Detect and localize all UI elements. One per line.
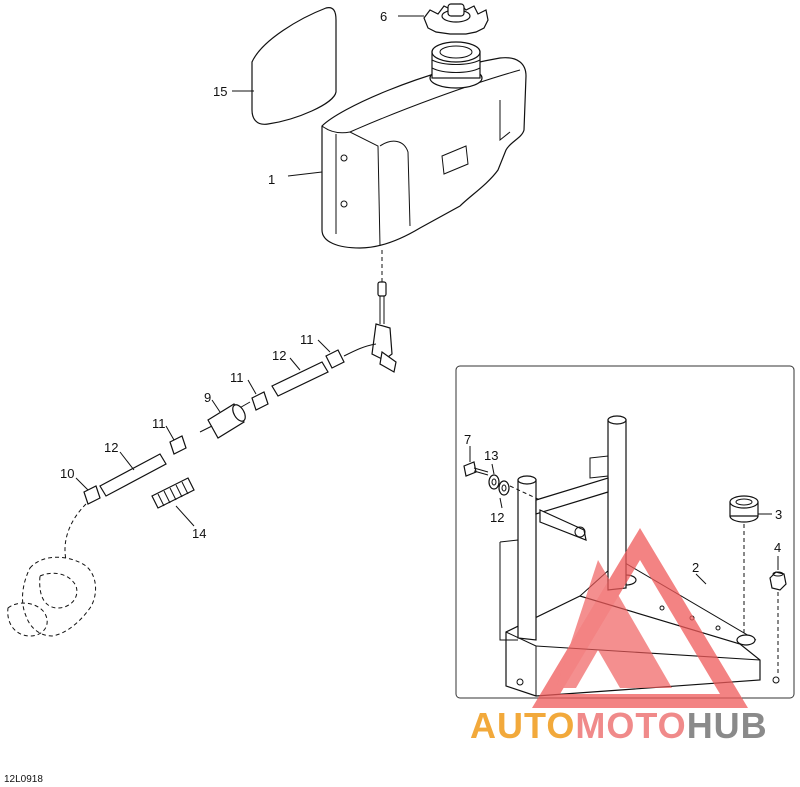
clamp-part-11-middle — [251, 391, 269, 411]
callout-1: 1 — [268, 172, 275, 187]
callout-11-lower: 11 — [152, 416, 166, 431]
leader-9 — [211, 399, 221, 413]
leader-14 — [175, 505, 195, 527]
leader-11-lower — [165, 425, 175, 441]
callout-9: 9 — [204, 390, 211, 405]
callout-12-lower: 12 — [104, 440, 118, 455]
hose-part-12-upper — [271, 361, 329, 397]
leader-1 — [287, 171, 323, 177]
watermark-auto: AUTO — [470, 705, 575, 746]
leader-11-middle — [247, 379, 257, 395]
leader-11-upper — [317, 339, 331, 353]
callout-11-upper: 11 — [300, 332, 314, 347]
fuel-line-routing — [64, 503, 87, 561]
grommet-part-3 — [729, 495, 759, 636]
callout-12-inset: 12 — [490, 510, 504, 525]
clamp-part-11-upper — [325, 343, 377, 369]
fuel-pickup-line — [371, 250, 397, 373]
nut-part-4 — [769, 571, 787, 676]
fuel-filter-part-9 — [199, 401, 251, 439]
decal-part-15 — [251, 7, 337, 125]
callout-4: 4 — [774, 540, 781, 555]
clamp-part-10 — [83, 485, 101, 505]
callout-13: 13 — [484, 448, 498, 463]
callout-2: 2 — [692, 560, 699, 575]
leader-12-inset — [499, 497, 503, 509]
leader-12-lower — [119, 451, 135, 471]
hose-protector-part-14 — [151, 477, 195, 509]
bolt-part-7 — [463, 461, 489, 477]
watermark-text: AUTOMOTOHUB — [470, 705, 768, 746]
diagram-reference-code: 12L0918 — [4, 774, 43, 785]
callout-14: 14 — [192, 526, 206, 541]
callout-11-middle: 11 — [230, 370, 244, 385]
lock-washer-part-13 — [488, 474, 500, 490]
leader-2 — [695, 573, 707, 585]
watermark-hub: HUB — [687, 705, 768, 746]
washer-part-12-inset — [498, 480, 541, 501]
callout-3: 3 — [775, 507, 782, 522]
hose-part-12-lower — [99, 453, 167, 497]
callout-12-upper: 12 — [272, 348, 286, 363]
fuel-cap-part-6 — [423, 3, 489, 35]
watermark-logo — [532, 528, 748, 708]
fuel-tank-part-1 — [321, 41, 527, 249]
callout-7: 7 — [464, 432, 471, 447]
clamp-part-11-lower — [169, 435, 187, 455]
leader-10 — [75, 477, 89, 491]
callout-6: 6 — [380, 9, 387, 24]
leader-12-upper — [289, 357, 301, 371]
callout-15: 15 — [213, 84, 227, 99]
watermark-moto: MOTO — [575, 705, 686, 746]
carburetor-outline — [7, 556, 96, 637]
callout-10: 10 — [60, 466, 74, 481]
leader-13 — [491, 463, 495, 475]
